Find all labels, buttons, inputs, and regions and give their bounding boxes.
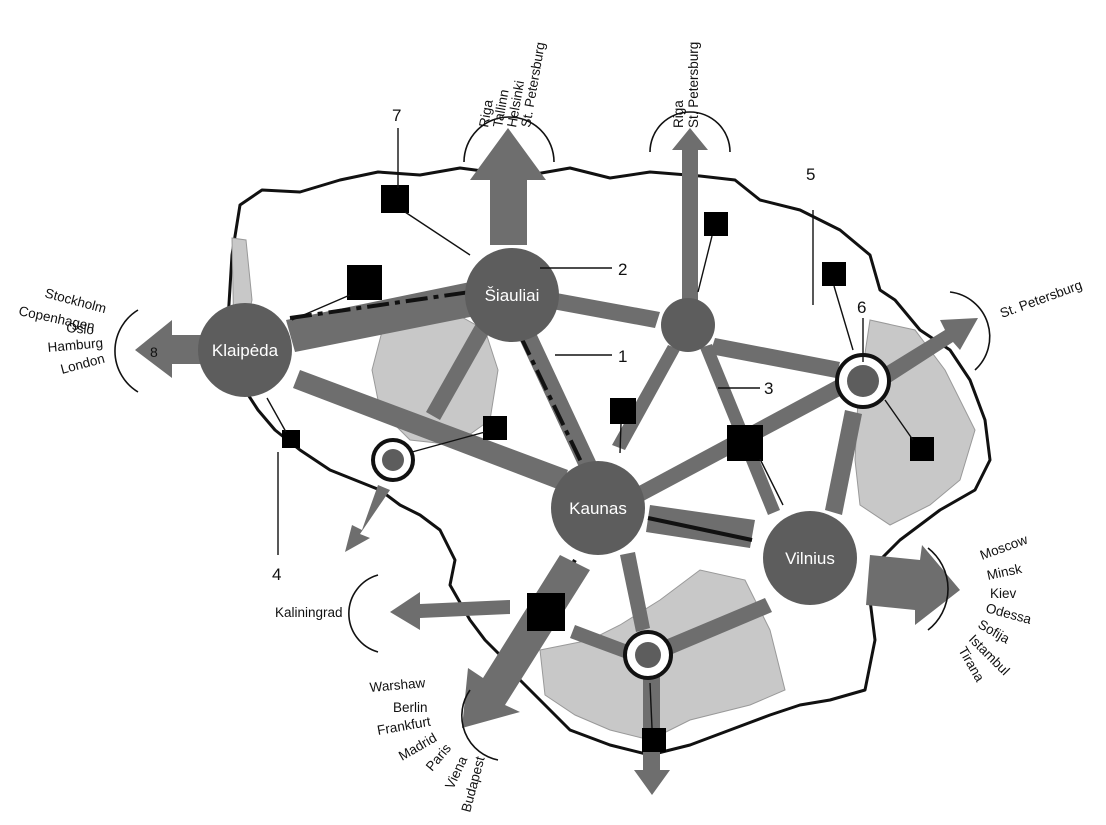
- city-node-north: [661, 298, 715, 352]
- label-number-8: 8: [150, 344, 158, 360]
- svg-text:Moscow: Moscow: [978, 532, 1030, 563]
- svg-text:Berlin: Berlin: [393, 700, 428, 715]
- markers: [266, 185, 934, 752]
- hub-east: [835, 353, 891, 409]
- destinations-east: Moscow Minsk Kiev Odessa Sofija Istambul…: [955, 532, 1033, 685]
- arrow-west: [135, 320, 205, 378]
- svg-text:Hamburg: Hamburg: [47, 335, 104, 355]
- destinations-kaliningrad: Kaliningrad: [275, 605, 343, 620]
- city-label-vilnius: Vilnius: [785, 549, 835, 568]
- city-label-siauliai: Šiauliai: [485, 286, 540, 305]
- destinations-north-east: St. Petersburg: [998, 277, 1084, 321]
- hub-south: [623, 630, 673, 680]
- label-number-4: 4: [272, 565, 281, 584]
- number-leaders: [277, 128, 864, 555]
- svg-text:Riga: Riga: [671, 100, 686, 128]
- city-vilnius: Vilnius: [763, 511, 857, 605]
- city-siauliai: Šiauliai: [465, 248, 559, 342]
- arrow-south-west-small: [345, 485, 390, 552]
- svg-text:Oslo: Oslo: [66, 320, 95, 337]
- corridors: [286, 282, 862, 658]
- svg-text:St. Petersburg: St. Petersburg: [686, 42, 701, 128]
- hub-west: [371, 438, 415, 482]
- arrow-north-east: [880, 318, 978, 384]
- city-kaunas: Kaunas: [551, 461, 645, 555]
- svg-text:Riga: Riga: [476, 98, 496, 128]
- destinations-west: Stockholm Copenhagen Oslo Hamburg London: [17, 285, 108, 376]
- label-number-2: 2: [618, 260, 627, 279]
- svg-text:Warshaw: Warshaw: [369, 675, 426, 695]
- arrow-north-2: [672, 128, 708, 305]
- label-number-6: 6: [857, 298, 866, 317]
- svg-text:Minsk: Minsk: [986, 561, 1024, 583]
- destinations-north: Riga St. Petersburg: [671, 42, 701, 128]
- svg-text:Tallinn: Tallinn: [490, 88, 511, 128]
- label-number-3: 3: [764, 379, 773, 398]
- label-number-1: 1: [618, 347, 627, 366]
- svg-text:London: London: [59, 351, 106, 377]
- brackets: [114, 111, 991, 761]
- arrow-kaliningrad: [390, 592, 510, 630]
- arrow-east: [866, 545, 960, 625]
- city-label-klaipeda: Klaipėda: [212, 341, 279, 360]
- svg-text:Kiev: Kiev: [990, 586, 1017, 601]
- destinations-north-west: Riga Tallinn Helsinki St. Petersburg: [476, 41, 548, 129]
- label-number-5: 5: [806, 165, 815, 184]
- city-label-kaunas: Kaunas: [569, 499, 627, 518]
- city-klaipeda: Klaipėda: [198, 303, 292, 397]
- arrow-north-1: [470, 128, 546, 245]
- label-number-7: 7: [392, 106, 401, 125]
